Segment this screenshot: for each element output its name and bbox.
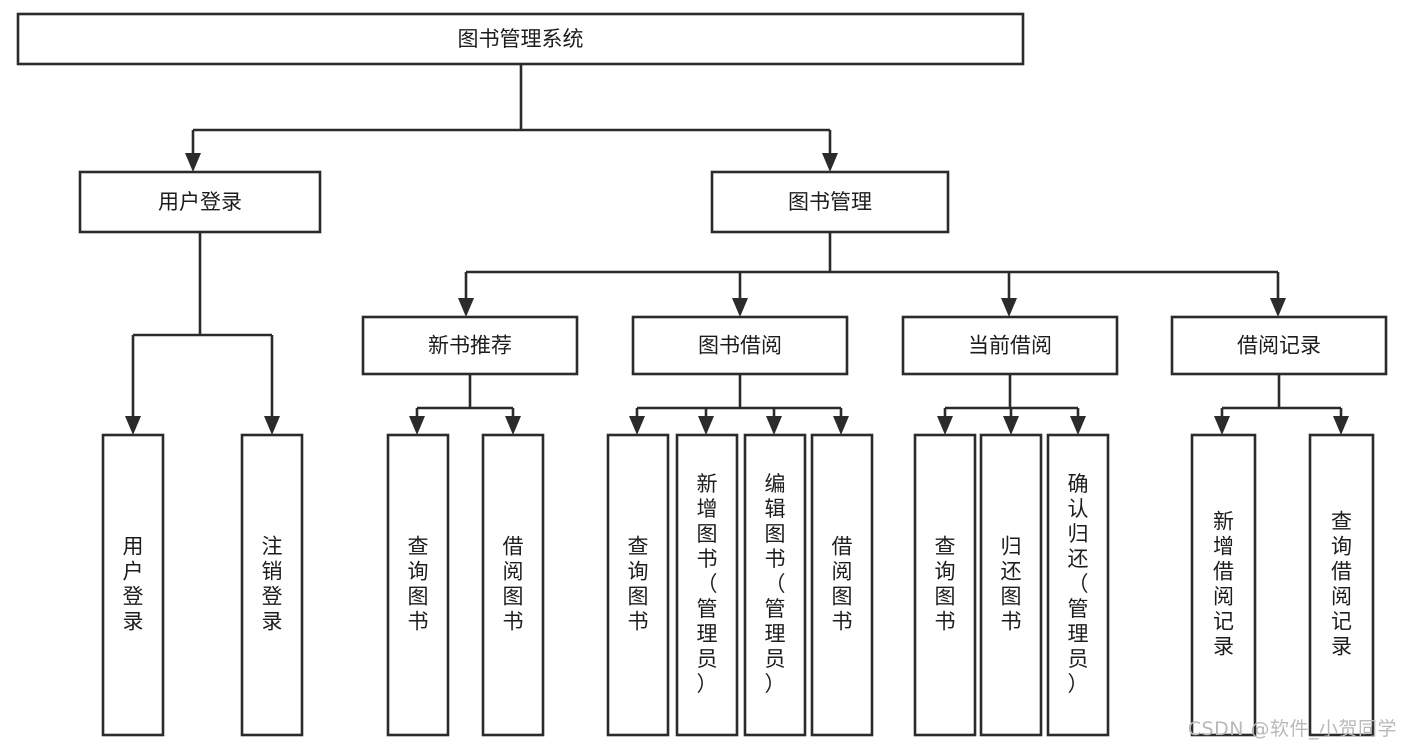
- node-box-root[interactable]: [16, 12, 1025, 66]
- node-box-user-login[interactable]: [78, 170, 322, 234]
- csdn-watermark: CSDN @软件_小贺同学: [1187, 718, 1397, 740]
- node-label-leaf-add-borrow-record: 新增借阅记录: [1213, 510, 1234, 659]
- node-label-book-borrow: 图书借阅: [698, 334, 782, 358]
- node-label-leaf-return-book: 归还图书: [1001, 535, 1022, 634]
- arrow-head: [1070, 416, 1086, 435]
- node-box-leaf-borrow-book-rec[interactable]: [481, 433, 545, 737]
- node-current-borrow[interactable]: 当前借阅: [901, 315, 1119, 376]
- arrow-head: [822, 153, 838, 172]
- node-book-management[interactable]: 图书管理: [710, 170, 950, 234]
- node-label-leaf-add-book-admin: 新增图书（管理员）: [697, 472, 718, 696]
- node-box-borrow-record[interactable]: [1170, 315, 1388, 376]
- node-box-leaf-confirm-return-admin[interactable]: [1046, 433, 1110, 737]
- connector-current-borrow-to-leaves: [943, 374, 1080, 418]
- node-label-leaf-query-book-borrow: 查询图书: [628, 535, 649, 634]
- node-box-leaf-borrow-book[interactable]: [810, 433, 874, 737]
- arrow-head: [1214, 416, 1230, 435]
- node-label-leaf-edit-book-admin: 编辑图书（管理员）: [765, 472, 786, 696]
- node-leaf-query-book-borrow[interactable]: 查询图书: [606, 433, 670, 737]
- node-label-leaf-query-borrow-record: 查询借阅记录: [1331, 510, 1352, 659]
- node-box-leaf-add-book-admin[interactable]: [675, 433, 739, 737]
- node-box-book-management[interactable]: [710, 170, 950, 234]
- node-label-leaf-query-book-rec: 查询图书: [408, 535, 429, 634]
- node-leaf-confirm-return-admin[interactable]: 确认归还（管理员）: [1046, 433, 1110, 737]
- arrow-head: [937, 416, 953, 435]
- node-leaf-borrow-book[interactable]: 借阅图书: [810, 433, 874, 737]
- node-layer: 图书管理系统用户登录图书管理新书推荐图书借阅当前借阅借阅记录用户登录注销登录查询…: [16, 12, 1388, 737]
- arrow-head: [698, 416, 714, 435]
- arrow-head: [1003, 416, 1019, 435]
- node-leaf-user-login[interactable]: 用户登录: [101, 433, 165, 737]
- node-label-root: 图书管理系统: [458, 27, 584, 51]
- node-user-login[interactable]: 用户登录: [78, 170, 322, 234]
- arrow-head: [458, 298, 474, 317]
- node-box-leaf-query-book-borrow[interactable]: [606, 433, 670, 737]
- connector-new-book-to-leaves: [415, 374, 515, 418]
- node-box-leaf-query-book-current[interactable]: [913, 433, 977, 737]
- connector-book-borrow-to-leaves: [635, 374, 843, 418]
- node-box-leaf-query-borrow-record[interactable]: [1308, 433, 1375, 737]
- node-leaf-edit-book-admin[interactable]: 编辑图书（管理员）: [743, 433, 807, 737]
- node-box-leaf-user-login[interactable]: [101, 433, 165, 737]
- node-box-leaf-return-book[interactable]: [979, 433, 1043, 737]
- arrow-head: [1270, 298, 1286, 317]
- arrow-head: [185, 153, 201, 172]
- arrow-head: [409, 416, 425, 435]
- node-box-leaf-query-book-rec[interactable]: [386, 433, 450, 737]
- node-label-leaf-borrow-book-rec: 借阅图书: [503, 535, 524, 634]
- node-label-book-management: 图书管理: [788, 190, 872, 214]
- node-label-new-book-recommend: 新书推荐: [428, 334, 512, 358]
- arrow-head: [1001, 298, 1017, 317]
- node-label-current-borrow: 当前借阅: [968, 334, 1052, 358]
- arrow-head: [264, 416, 280, 435]
- arrow-head: [629, 416, 645, 435]
- node-label-borrow-record: 借阅记录: [1237, 334, 1321, 358]
- arrow-head: [766, 416, 782, 435]
- node-box-leaf-add-borrow-record[interactable]: [1190, 433, 1257, 737]
- node-leaf-query-book-rec[interactable]: 查询图书: [386, 433, 450, 737]
- node-root[interactable]: 图书管理系统: [16, 12, 1025, 66]
- connector-root-to-level1: [191, 64, 832, 155]
- node-new-book-recommend[interactable]: 新书推荐: [361, 315, 579, 376]
- arrow-head: [505, 416, 521, 435]
- node-label-leaf-logout-login: 注销登录: [262, 535, 283, 634]
- node-leaf-logout-login[interactable]: 注销登录: [240, 433, 304, 737]
- node-leaf-return-book[interactable]: 归还图书: [979, 433, 1043, 737]
- node-box-new-book-recommend[interactable]: [361, 315, 579, 376]
- arrow-head: [732, 298, 748, 317]
- node-label-leaf-borrow-book: 借阅图书: [832, 535, 853, 634]
- node-label-leaf-user-login: 用户登录: [123, 535, 144, 634]
- node-box-book-borrow[interactable]: [631, 315, 849, 376]
- node-leaf-borrow-book-rec[interactable]: 借阅图书: [481, 433, 545, 737]
- node-leaf-add-borrow-record[interactable]: 新增借阅记录: [1190, 433, 1257, 737]
- connector-user-login-to-leaves: [131, 232, 274, 418]
- node-leaf-query-borrow-record[interactable]: 查询借阅记录: [1308, 433, 1375, 737]
- node-leaf-add-book-admin[interactable]: 新增图书（管理员）: [675, 433, 739, 737]
- node-label-user-login: 用户登录: [158, 190, 242, 214]
- node-label-leaf-query-book-current: 查询图书: [935, 535, 956, 634]
- connector-borrow-record-to-leaves: [1220, 374, 1343, 418]
- node-box-leaf-edit-book-admin[interactable]: [743, 433, 807, 737]
- node-box-leaf-logout-login[interactable]: [240, 433, 304, 737]
- node-book-borrow[interactable]: 图书借阅: [631, 315, 849, 376]
- node-borrow-record[interactable]: 借阅记录: [1170, 315, 1388, 376]
- arrow-head: [833, 416, 849, 435]
- node-leaf-query-book-current[interactable]: 查询图书: [913, 433, 977, 737]
- connector-layer: [125, 64, 1349, 435]
- node-label-leaf-confirm-return-admin: 确认归还（管理员）: [1068, 472, 1089, 696]
- arrow-head: [125, 416, 141, 435]
- connector-book-management-to-level2: [464, 232, 1280, 300]
- arrow-head: [1333, 416, 1349, 435]
- node-box-current-borrow[interactable]: [901, 315, 1119, 376]
